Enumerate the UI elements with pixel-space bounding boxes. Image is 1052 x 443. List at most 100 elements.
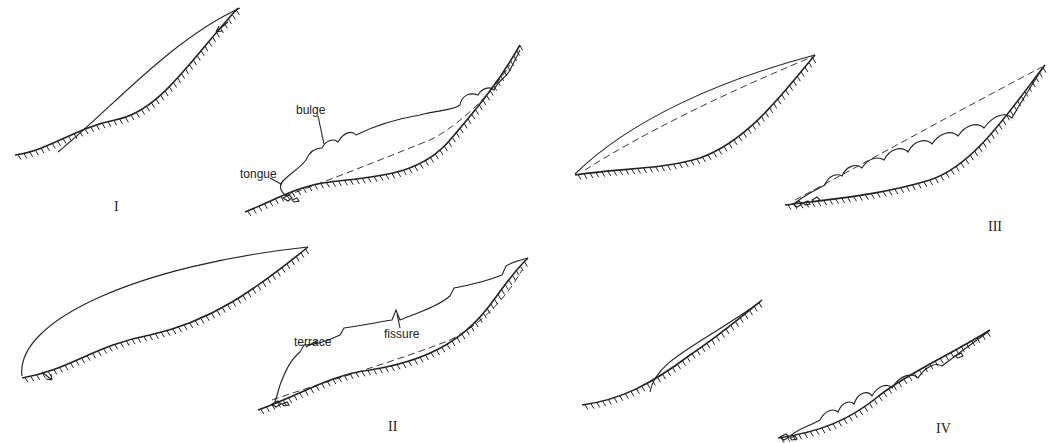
hatch-tick [924, 182, 927, 187]
hatch-tick [161, 332, 164, 337]
hatch-tick [190, 65, 193, 70]
hatch-tick [54, 370, 57, 375]
hatch-tick [912, 185, 915, 190]
hatch-tick [673, 164, 676, 169]
hatch-tick [71, 363, 74, 368]
hatch-tick [316, 386, 319, 391]
hatch-tick [25, 378, 28, 383]
leader-line [397, 314, 400, 328]
hatch-tick [797, 76, 800, 81]
displaced-surface [280, 50, 520, 196]
hatch-tick [620, 396, 623, 401]
hatch-tick [435, 154, 438, 159]
hatch-tick [333, 379, 336, 384]
hatch-tick [830, 200, 833, 205]
hatch-tick [678, 364, 681, 369]
hatch-tick [524, 262, 527, 267]
original-surface [272, 270, 522, 400]
hatch-tick [233, 302, 236, 307]
hatch-tick [120, 119, 123, 124]
hatch-tick [644, 168, 647, 173]
hatch-tick [614, 171, 617, 176]
hatch-tick [195, 321, 198, 326]
hatch-tick [87, 356, 90, 361]
hatch-tick [813, 58, 816, 63]
hatch-tick [724, 146, 727, 151]
hatch-tick [392, 173, 395, 178]
hatch-tick [842, 198, 845, 203]
hatch-tick [156, 99, 159, 104]
hatch-tick [431, 158, 434, 163]
hatch-tick [403, 363, 406, 368]
hatch-tick [995, 129, 998, 134]
hatch-tick [983, 143, 986, 148]
hatch-tick [460, 128, 463, 133]
hatch-tick [828, 426, 831, 431]
hatch-tick [935, 178, 938, 183]
hatch-tick [833, 424, 836, 429]
hatch-tick [315, 185, 318, 190]
hatch-tick [656, 167, 659, 172]
hatch-tick [398, 172, 401, 177]
hatch-tick [217, 310, 220, 315]
hatch-tick [816, 430, 819, 435]
hatch-tick [228, 19, 231, 24]
hatch-tick [161, 95, 164, 100]
hatch-tick [248, 292, 251, 297]
hatch-tick [449, 142, 452, 147]
hatch-tick [859, 196, 862, 201]
hatch-tick [121, 342, 124, 347]
hatch-tick [275, 199, 278, 204]
hatch-tick [125, 117, 128, 122]
hatch-tick [663, 374, 666, 379]
hatch-tick [970, 155, 973, 160]
hatch-tick [152, 103, 155, 108]
hatch-tick [261, 409, 264, 414]
ground-profile [582, 300, 762, 405]
hatch-tick [673, 368, 676, 373]
hatch-tick [228, 305, 231, 310]
hatch-tick [1043, 68, 1046, 73]
hatch-tick [300, 393, 303, 398]
hatch-tick [273, 275, 276, 280]
hatch-tick [182, 74, 185, 79]
hatch-tick [452, 137, 455, 142]
slide-mass [650, 302, 760, 392]
hatch-tick [697, 159, 700, 164]
hatch-tick [197, 55, 200, 60]
hatch-tick [305, 390, 308, 395]
debris [793, 197, 820, 207]
hatch-tick [243, 295, 246, 300]
hatch-tick [452, 341, 455, 346]
hatch-tick [409, 361, 412, 366]
hatch-tick [193, 60, 196, 65]
hatch-tick [65, 365, 68, 370]
hatch-tick [721, 333, 724, 338]
hatch-tick [386, 175, 389, 180]
hatch-tick [52, 144, 55, 149]
feature-label: tongue [240, 168, 277, 180]
hatch-tick [268, 278, 271, 283]
hatch-tick [608, 400, 611, 405]
hatch-tick [289, 398, 292, 403]
hatch-tick [322, 383, 325, 388]
debris [780, 353, 963, 440]
ground-profile [15, 8, 238, 155]
hatch-tick [131, 115, 134, 120]
hatch-tick [186, 69, 189, 74]
hatch-tick [805, 433, 808, 438]
slide-mass [22, 247, 308, 376]
hatch-tick [702, 347, 705, 352]
hatch-tick [824, 200, 827, 205]
hatch-tick [58, 141, 61, 146]
original-surface [285, 65, 510, 196]
hatch-tick [294, 395, 297, 400]
hatch-tick [794, 81, 797, 86]
slide-mass [575, 55, 815, 174]
ground-profile [22, 247, 308, 378]
hatch-tick [253, 289, 256, 294]
hatch-tick [703, 157, 706, 162]
hatch-tick [647, 383, 650, 388]
hatch-tick [717, 336, 720, 341]
hatch-tick [753, 125, 756, 130]
